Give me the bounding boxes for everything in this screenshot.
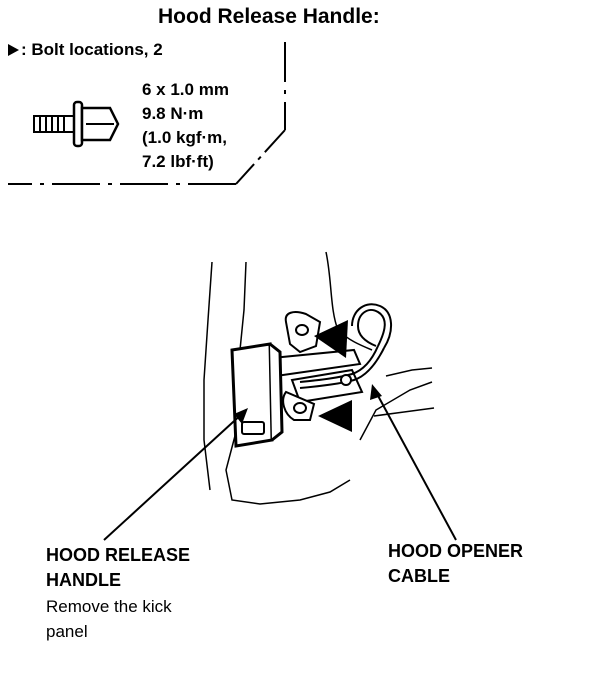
cable-label-line2: CABLE [388, 566, 450, 586]
handle-note-line2: panel [46, 622, 88, 641]
legend-text: : Bolt locations, 2 [21, 40, 163, 59]
cable-arrowhead [370, 384, 382, 400]
bolt-size: 6 x 1.0 mm [142, 80, 229, 99]
bolt-icon [33, 100, 120, 148]
bolt-torque-lbfft: 7.2 lbf·ft) [142, 152, 214, 171]
bolt-marker-lower [318, 400, 352, 432]
page-title: Hood Release Handle: [158, 5, 380, 28]
handle-label-line2: HANDLE [46, 570, 121, 590]
spec-box-border [8, 42, 286, 185]
bolt-location-markers [314, 320, 352, 432]
triangle-marker-icon [8, 44, 19, 56]
bolt-marker-upper [314, 320, 348, 358]
handle-arrowhead [234, 408, 248, 424]
bolt-location-legend: : Bolt locations, 2 [8, 41, 163, 58]
hood-release-handle [230, 342, 284, 448]
leader-lines [103, 391, 457, 541]
bolt-torque-nm: 9.8 N·m [142, 104, 204, 123]
kick-panel-outline [203, 251, 435, 505]
handle-label-line1: HOOD RELEASE [46, 545, 191, 565]
bolt-torque-kgfm: (1.0 kgf·m, [142, 128, 228, 147]
handle-note-line1: Remove the kick [46, 597, 172, 616]
cable-label-line1: HOOD OPENER [388, 541, 524, 561]
hood-opener-cable [299, 303, 392, 389]
handle-leader-line [103, 411, 245, 541]
leader-arrowheads [234, 384, 382, 424]
cable-leader-line [375, 391, 457, 541]
